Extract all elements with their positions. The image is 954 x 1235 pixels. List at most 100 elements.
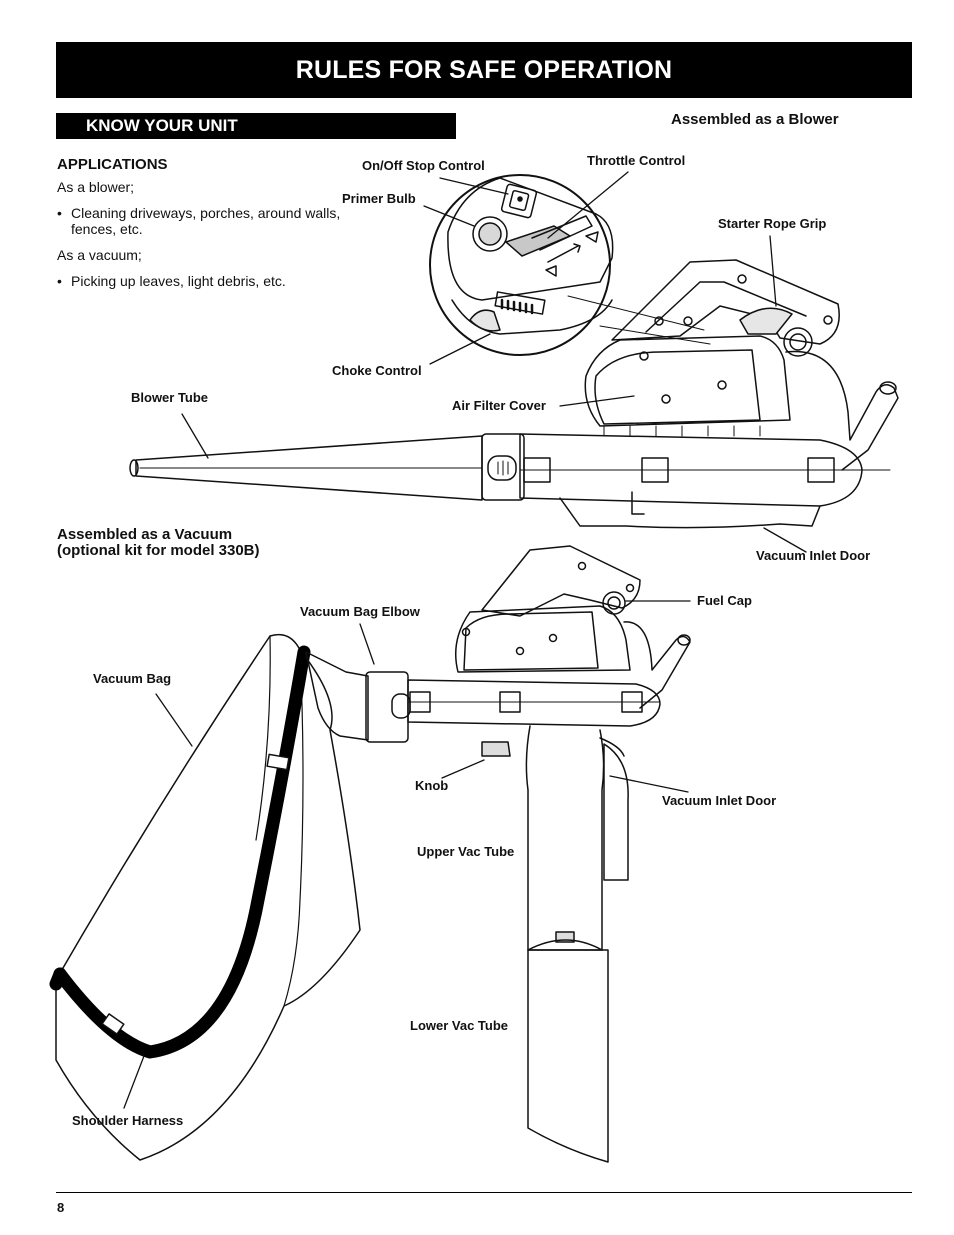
- latch-grip-icon: [497, 460, 509, 476]
- housing-clip: [409, 691, 431, 713]
- blower-tube-nozzle: [129, 459, 139, 477]
- screw-icon: [461, 627, 471, 637]
- detail-connector-line: [599, 325, 711, 345]
- tube-latch: [487, 455, 517, 481]
- blower-tube: [135, 435, 483, 501]
- tube-label: [555, 931, 575, 943]
- screw-icon: [717, 380, 727, 390]
- fuel-cap: [602, 591, 626, 615]
- rear-handle-tube: [785, 350, 899, 471]
- leader-bag-elbow: [359, 623, 375, 665]
- harness-strap: [49, 967, 67, 991]
- screw-icon: [823, 315, 833, 325]
- shoulder-harness: [53, 645, 311, 1059]
- vacuum-illustration: [49, 545, 691, 1163]
- vacuum-leaders: [123, 600, 691, 1109]
- leader-bag: [155, 693, 193, 747]
- leader-starter: [769, 235, 777, 307]
- vacuum-bag-elbow: [305, 651, 369, 741]
- harness-buckle: [266, 753, 290, 771]
- footer-rule: [56, 1192, 912, 1193]
- callout-vacuum-inlet-door: Vacuum Inlet Door: [756, 548, 871, 563]
- screw-icon: [515, 646, 525, 656]
- primer-bulb: [472, 216, 508, 252]
- control-panel-outline: [447, 177, 614, 301]
- callout-fuel-cap: Fuel Cap: [697, 593, 752, 608]
- throttle-arrow-icon: [547, 243, 581, 263]
- leader-vacuum-inlet: [763, 527, 807, 553]
- vacuum-rear-tube: [623, 621, 691, 709]
- leader-choke: [429, 333, 491, 365]
- throttle-hare-icon: [585, 231, 599, 243]
- callout-vacuum-bag: Vacuum Bag: [93, 671, 172, 686]
- blower-diagram-heading: Assembled as a Blower: [671, 111, 839, 128]
- screw-icon: [625, 583, 635, 593]
- leader-on-off: [439, 177, 509, 195]
- screw-icon: [639, 351, 649, 361]
- engine-fins: [603, 425, 761, 437]
- callout-vacuum-inlet-door: Vacuum Inlet Door: [662, 793, 777, 808]
- callout-primer-bulb: Primer Bulb: [342, 191, 416, 206]
- leader-air-filter: [559, 395, 635, 407]
- vacuum-bag: [55, 633, 361, 1161]
- elbow-coupling: [365, 671, 409, 743]
- blower-illustration: [129, 174, 899, 529]
- fuel-cap-inner: [789, 333, 807, 351]
- screw-icon: [654, 316, 664, 326]
- page-title-bar: RULES FOR SAFE OPERATION: [56, 42, 912, 98]
- blower-bullet: • Cleaning driveways, porches, around wa…: [57, 205, 347, 237]
- callout-blower-tube: Blower Tube: [131, 390, 209, 405]
- blower-leaders: [181, 171, 807, 553]
- callout-upper-vac-tube: Upper Vac Tube: [417, 844, 515, 859]
- control-detail-circle: [429, 174, 611, 356]
- callout-on-off-stop-control: On/Off Stop Control: [362, 158, 485, 173]
- detail-connector-line: [567, 295, 705, 331]
- leader-throttle: [547, 171, 629, 239]
- vacuum-diagram-heading-1: Assembled as a Vacuum: [57, 526, 233, 543]
- screw-icon: [661, 394, 671, 404]
- leader-inlet-door: [609, 775, 689, 793]
- vacuum-bag-fold: [283, 649, 304, 1007]
- bullet-dot: •: [57, 205, 62, 221]
- callout-air-filter-cover: Air Filter Cover: [452, 398, 546, 413]
- vacuum-air-filter: [463, 611, 599, 671]
- vacuum-fan-housing: [407, 679, 661, 727]
- fan-housing-lower: [559, 497, 821, 529]
- vacuum-diagram-heading-2: (optional kit for model 330B): [57, 542, 260, 559]
- rear-tube-end: [879, 381, 897, 395]
- on-off-switch: [500, 183, 538, 219]
- leader-blower-tube: [181, 413, 209, 459]
- blower-handle-inner: [645, 281, 807, 333]
- vacuum-inlet-door: [603, 743, 629, 881]
- leader-knob: [441, 759, 485, 779]
- primer-bulb-inner: [478, 222, 502, 246]
- vacuum-handle: [481, 545, 641, 617]
- callout-shoulder-harness: Shoulder Harness: [72, 1113, 184, 1128]
- callout-vacuum-bag-elbow: Vacuum Bag Elbow: [300, 604, 420, 619]
- engine-housing: [584, 335, 791, 427]
- section-title: KNOW YOUR UNIT: [86, 116, 238, 135]
- leader-harness: [123, 1055, 145, 1109]
- callout-starter-rope-grip: Starter Rope Grip: [718, 216, 827, 231]
- inlet-door: [631, 491, 645, 515]
- choke-scale-icon: [500, 298, 534, 315]
- lower-vac-tube-collar: [527, 939, 603, 951]
- throttle-slot: [531, 215, 593, 251]
- lower-vac-tube: [527, 949, 609, 1163]
- harness-buckle: [101, 1013, 125, 1035]
- vacuum-bag-fold: [255, 635, 271, 841]
- starter-rope-grip: [739, 307, 793, 335]
- control-panel-edge: [451, 299, 613, 335]
- housing-clip: [641, 457, 669, 483]
- inlet-door-hinge: [599, 737, 625, 757]
- callout-lower-vac-tube: Lower Vac Tube: [410, 1018, 509, 1033]
- housing-clip: [499, 691, 521, 713]
- on-off-indicator-icon: [517, 196, 523, 202]
- callout-choke-control: Choke Control: [332, 363, 422, 378]
- vacuum-bullet: • Picking up leaves, light debris, etc.: [57, 273, 347, 289]
- vacuum-rear-tube-end: [677, 634, 691, 646]
- upper-vac-tube: [525, 725, 605, 951]
- blower-intro: As a blower;: [57, 179, 135, 195]
- section-header: KNOW YOUR UNIT: [56, 113, 456, 139]
